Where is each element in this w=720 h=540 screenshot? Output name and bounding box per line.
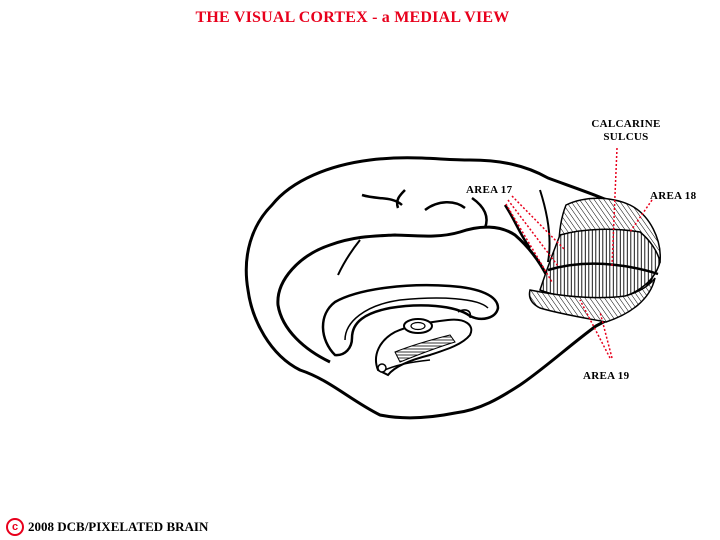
page-title: THE VISUAL CORTEX - a MEDIAL VIEW [195, 9, 510, 26]
corpus-callosum-inner [344, 297, 489, 341]
area-19-label: AREA 19 [583, 370, 630, 382]
mammillary-body [377, 363, 387, 373]
calcarine-sulcus [547, 262, 659, 276]
sulcus-mark [361, 193, 403, 206]
calcarine-label-line1: CALCARINE [591, 118, 661, 130]
sulcus-mark [539, 189, 551, 263]
sulcus-mark [503, 204, 531, 249]
calcarine-label-line2: SULCUS [603, 131, 649, 143]
area-17-label: AREA 17 [466, 184, 513, 196]
pineal-region [457, 309, 472, 319]
calcarine-sulcus-label: CALCARINE SULCUS [576, 118, 676, 144]
area-19-lower [528, 277, 656, 323]
sulcus-mark [337, 239, 361, 276]
copyright-footer: c 2008 DCB/PIXELATED BRAIN [6, 518, 208, 536]
thalamus-inner [410, 321, 426, 331]
copyright-text: 2008 DCB/PIXELATED BRAIN [28, 519, 209, 534]
third-ventricle-hatch [394, 334, 456, 363]
copyright-icon: c [6, 518, 24, 536]
sulcus-mark [395, 189, 406, 209]
area-18-label: AREA 18 [650, 190, 697, 202]
leader-lines [505, 147, 653, 359]
sulcus-mark [471, 196, 488, 229]
cingulate-gyrus-contour [276, 225, 550, 364]
corpus-callosum [321, 283, 500, 357]
sulcus-mark [424, 201, 466, 212]
